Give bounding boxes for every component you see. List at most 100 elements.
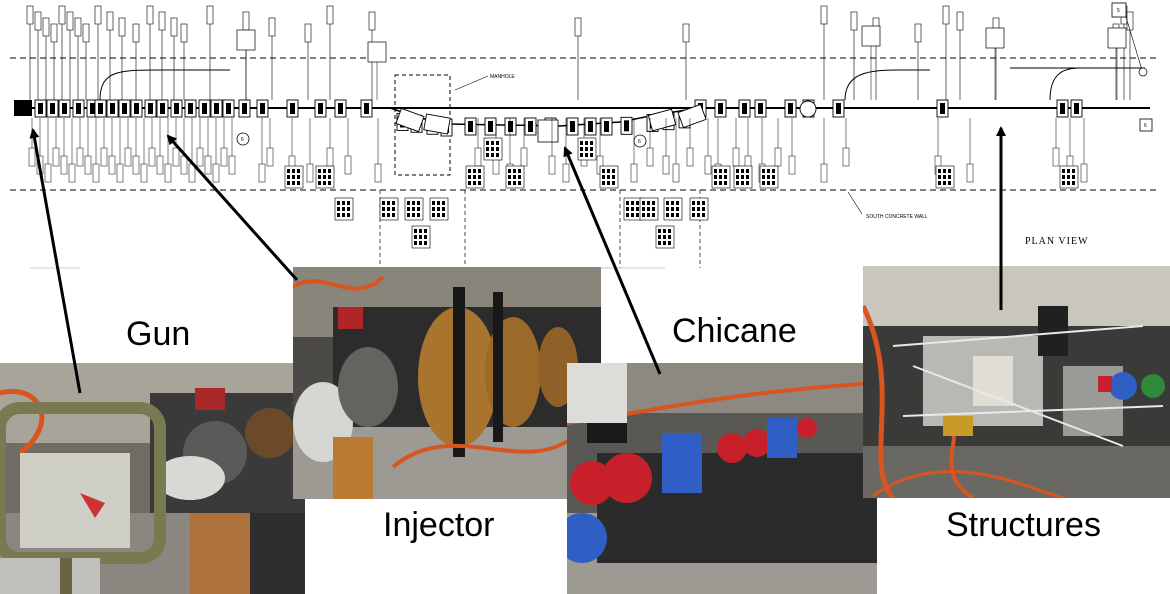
magnet-core <box>90 103 95 114</box>
tag-cell <box>518 175 521 179</box>
tag-cell <box>417 213 420 217</box>
tag-cell <box>347 201 350 205</box>
device-tag <box>140 163 148 183</box>
device-tag <box>774 147 782 167</box>
tag-cell <box>943 169 946 173</box>
tag-cell <box>631 213 634 217</box>
injector-photo <box>293 267 601 499</box>
tag-cell <box>719 169 722 173</box>
plan-view-drawing: MANHOLE 6 6 6 5 SOUTH CONCRETE WALL PLAN… <box>10 2 1160 269</box>
device-tag <box>206 5 214 25</box>
device-tag <box>28 147 36 167</box>
tag-cell <box>631 207 634 211</box>
tag-cell <box>741 169 744 173</box>
device-tag <box>304 23 312 43</box>
tag-cell <box>342 213 345 217</box>
tag-cell <box>702 213 705 217</box>
tag-cell <box>697 201 700 205</box>
tag-cell <box>626 213 629 217</box>
tag-cell <box>714 175 717 179</box>
tag-cell <box>746 175 749 179</box>
tag-cell <box>392 213 395 217</box>
tag-cell <box>692 201 695 205</box>
structures-caption-box <box>877 498 1170 594</box>
tag-cell <box>658 241 661 245</box>
tag-cell <box>671 213 674 217</box>
device-tag <box>58 5 66 25</box>
tag-cell <box>585 141 588 145</box>
tag-cell <box>772 175 775 179</box>
tag-cell <box>419 235 422 239</box>
tag-cell <box>767 181 770 185</box>
device-tag <box>266 147 274 167</box>
magnet-core <box>110 103 115 114</box>
tag-cell <box>626 207 629 211</box>
tag-cell <box>318 169 321 173</box>
tag-cell <box>1067 175 1070 179</box>
tag-cell <box>518 169 521 173</box>
tag-cell <box>486 147 489 151</box>
tag-cell <box>432 201 435 205</box>
tag-cell <box>938 175 941 179</box>
tag-cell <box>432 213 435 217</box>
tag-cell <box>287 181 290 185</box>
tag-cell <box>1067 169 1070 173</box>
tag-cell <box>585 153 588 157</box>
magnet-core <box>836 103 841 114</box>
tag-cell <box>631 201 634 205</box>
tag-cell <box>636 207 639 211</box>
device-tag <box>68 163 76 183</box>
device-tag <box>242 11 250 31</box>
tag-cell <box>580 147 583 151</box>
tag-cell <box>590 141 593 145</box>
tag-cell <box>414 235 417 239</box>
magnet-core <box>338 103 343 114</box>
tag-cell <box>387 201 390 205</box>
device-tag <box>368 11 376 31</box>
chicane-dipole <box>677 103 707 129</box>
tag-cell <box>585 147 588 151</box>
tag-cell <box>1062 181 1065 185</box>
tag-cell <box>719 181 722 185</box>
tag-cell <box>948 169 951 173</box>
tag-cell <box>647 213 650 217</box>
tag-cell <box>652 201 655 205</box>
device-tag <box>180 23 188 43</box>
tag-cell <box>652 213 655 217</box>
device-tag <box>344 155 352 175</box>
magnet-core <box>364 103 369 114</box>
tag-cell <box>663 235 666 239</box>
tag-cell <box>676 213 679 217</box>
tag-cell <box>668 241 671 245</box>
south-wall-label: SOUTH CONCRETE WALL <box>866 214 928 220</box>
chicane-box <box>537 119 559 143</box>
tag-cell <box>612 175 615 179</box>
device-tag <box>118 17 126 37</box>
tag-cell <box>442 207 445 211</box>
device-tag <box>34 11 42 31</box>
tag-cell <box>736 181 739 185</box>
device-tag <box>164 163 172 183</box>
tag-cell <box>292 181 295 185</box>
tag-cell <box>668 235 671 239</box>
tag-cell <box>741 175 744 179</box>
device-tag <box>1080 163 1088 183</box>
tag-cell <box>432 207 435 211</box>
tag-cell <box>478 181 481 185</box>
device-tag <box>820 5 828 25</box>
tag-cell <box>337 201 340 205</box>
tag-cell <box>724 169 727 173</box>
tag-cell <box>318 175 321 179</box>
device-tag <box>788 155 796 175</box>
manhole-label: MANHOLE <box>490 74 515 80</box>
device-tag <box>574 17 582 37</box>
tag-cell <box>666 207 669 211</box>
tag-cell <box>513 181 516 185</box>
magnet-core <box>290 103 295 114</box>
tag-cell <box>347 207 350 211</box>
device-tag <box>82 23 90 43</box>
magnet-core <box>588 121 593 132</box>
tag-cell <box>287 169 290 173</box>
tag-cell <box>468 181 471 185</box>
